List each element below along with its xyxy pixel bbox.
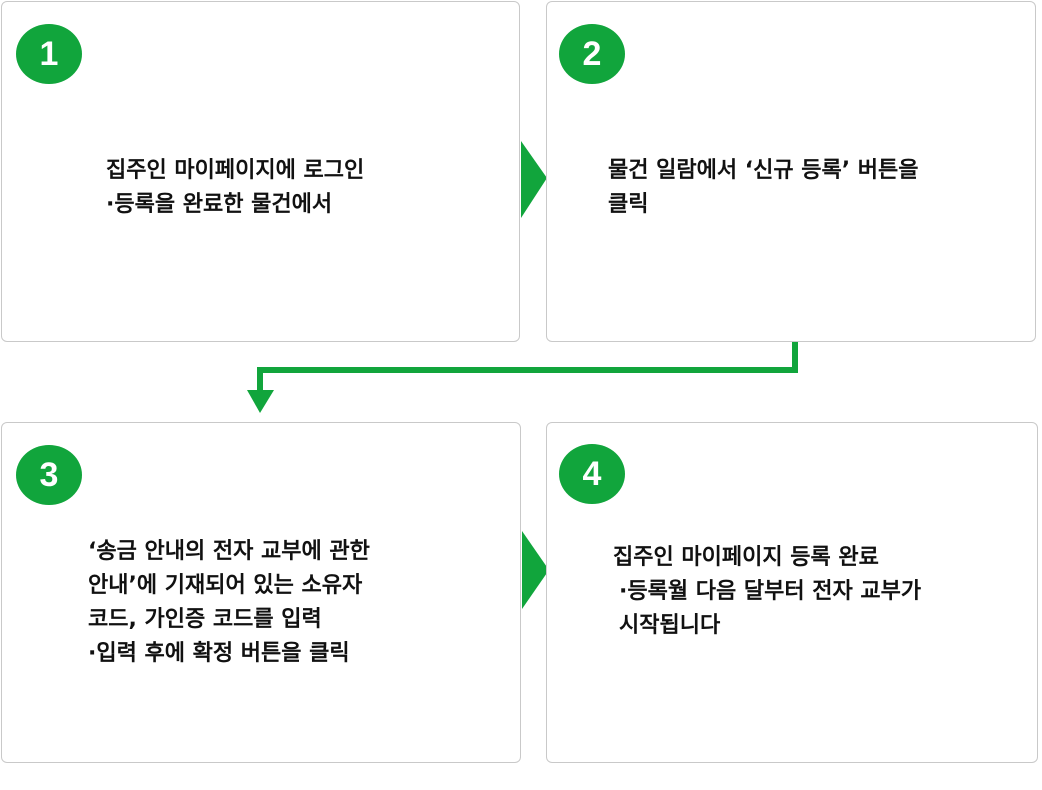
step-text-line: 클릭 bbox=[608, 192, 649, 217]
step-text-line: 안내’에 기재되어 있는 소유자 bbox=[88, 573, 363, 598]
step-text-line: 집주인 마이페이지 등록 완료 bbox=[613, 545, 879, 570]
arrow-step3-to-step4 bbox=[522, 531, 549, 609]
connector-step2-to-step3 bbox=[257, 342, 798, 392]
step-text-line: ‘송금 안내의 전자 교부에 관한 bbox=[88, 539, 370, 564]
step-text-line: 물건 일람에서 ‘신규 등록’ 버튼을 bbox=[608, 158, 919, 183]
arrow-step1-to-step2 bbox=[521, 141, 547, 218]
step-text-line: ·등록월 다음 달부터 전자 교부가 bbox=[619, 579, 922, 604]
step-card-2: 2 물건 일람에서 ‘신규 등록’ 버튼을 클릭 bbox=[546, 1, 1036, 342]
step-number-badge: 4 bbox=[559, 444, 625, 504]
step-card-4: 4 집주인 마이페이지 등록 완료 ·등록월 다음 달부터 전자 교부가 시작됩… bbox=[546, 422, 1038, 763]
step-card-1: 1 집주인 마이페이지에 로그인 ·등록을 완료한 물건에서 bbox=[1, 1, 520, 342]
step-number-badge: 2 bbox=[559, 24, 625, 84]
step-number-badge: 1 bbox=[16, 24, 82, 84]
step-text-line: ·등록을 완료한 물건에서 bbox=[106, 192, 333, 217]
step-text-line: 집주인 마이페이지에 로그인 bbox=[106, 158, 365, 183]
step-description: 집주인 마이페이지에 로그인 ·등록을 완료한 물건에서 bbox=[106, 154, 364, 222]
step-text-line: ·입력 후에 확정 버튼을 클릭 bbox=[88, 641, 350, 666]
step-number-badge: 3 bbox=[16, 445, 82, 505]
arrow-head-down-to-step3 bbox=[247, 390, 274, 413]
step-text-line: 시작됩니다 bbox=[619, 613, 721, 638]
step-text-line: 코드, 가인증 코드를 입력 bbox=[88, 607, 322, 632]
step-description: 집주인 마이페이지 등록 완료 ·등록월 다음 달부터 전자 교부가 시작됩니다 bbox=[613, 541, 921, 643]
step-description: 물건 일람에서 ‘신규 등록’ 버튼을 클릭 bbox=[608, 154, 918, 222]
step-description: ‘송금 안내의 전자 교부에 관한 안내’에 기재되어 있는 소유자 코드, 가… bbox=[88, 535, 370, 671]
step-card-3: 3 ‘송금 안내의 전자 교부에 관한 안내’에 기재되어 있는 소유자 코드,… bbox=[1, 422, 521, 763]
